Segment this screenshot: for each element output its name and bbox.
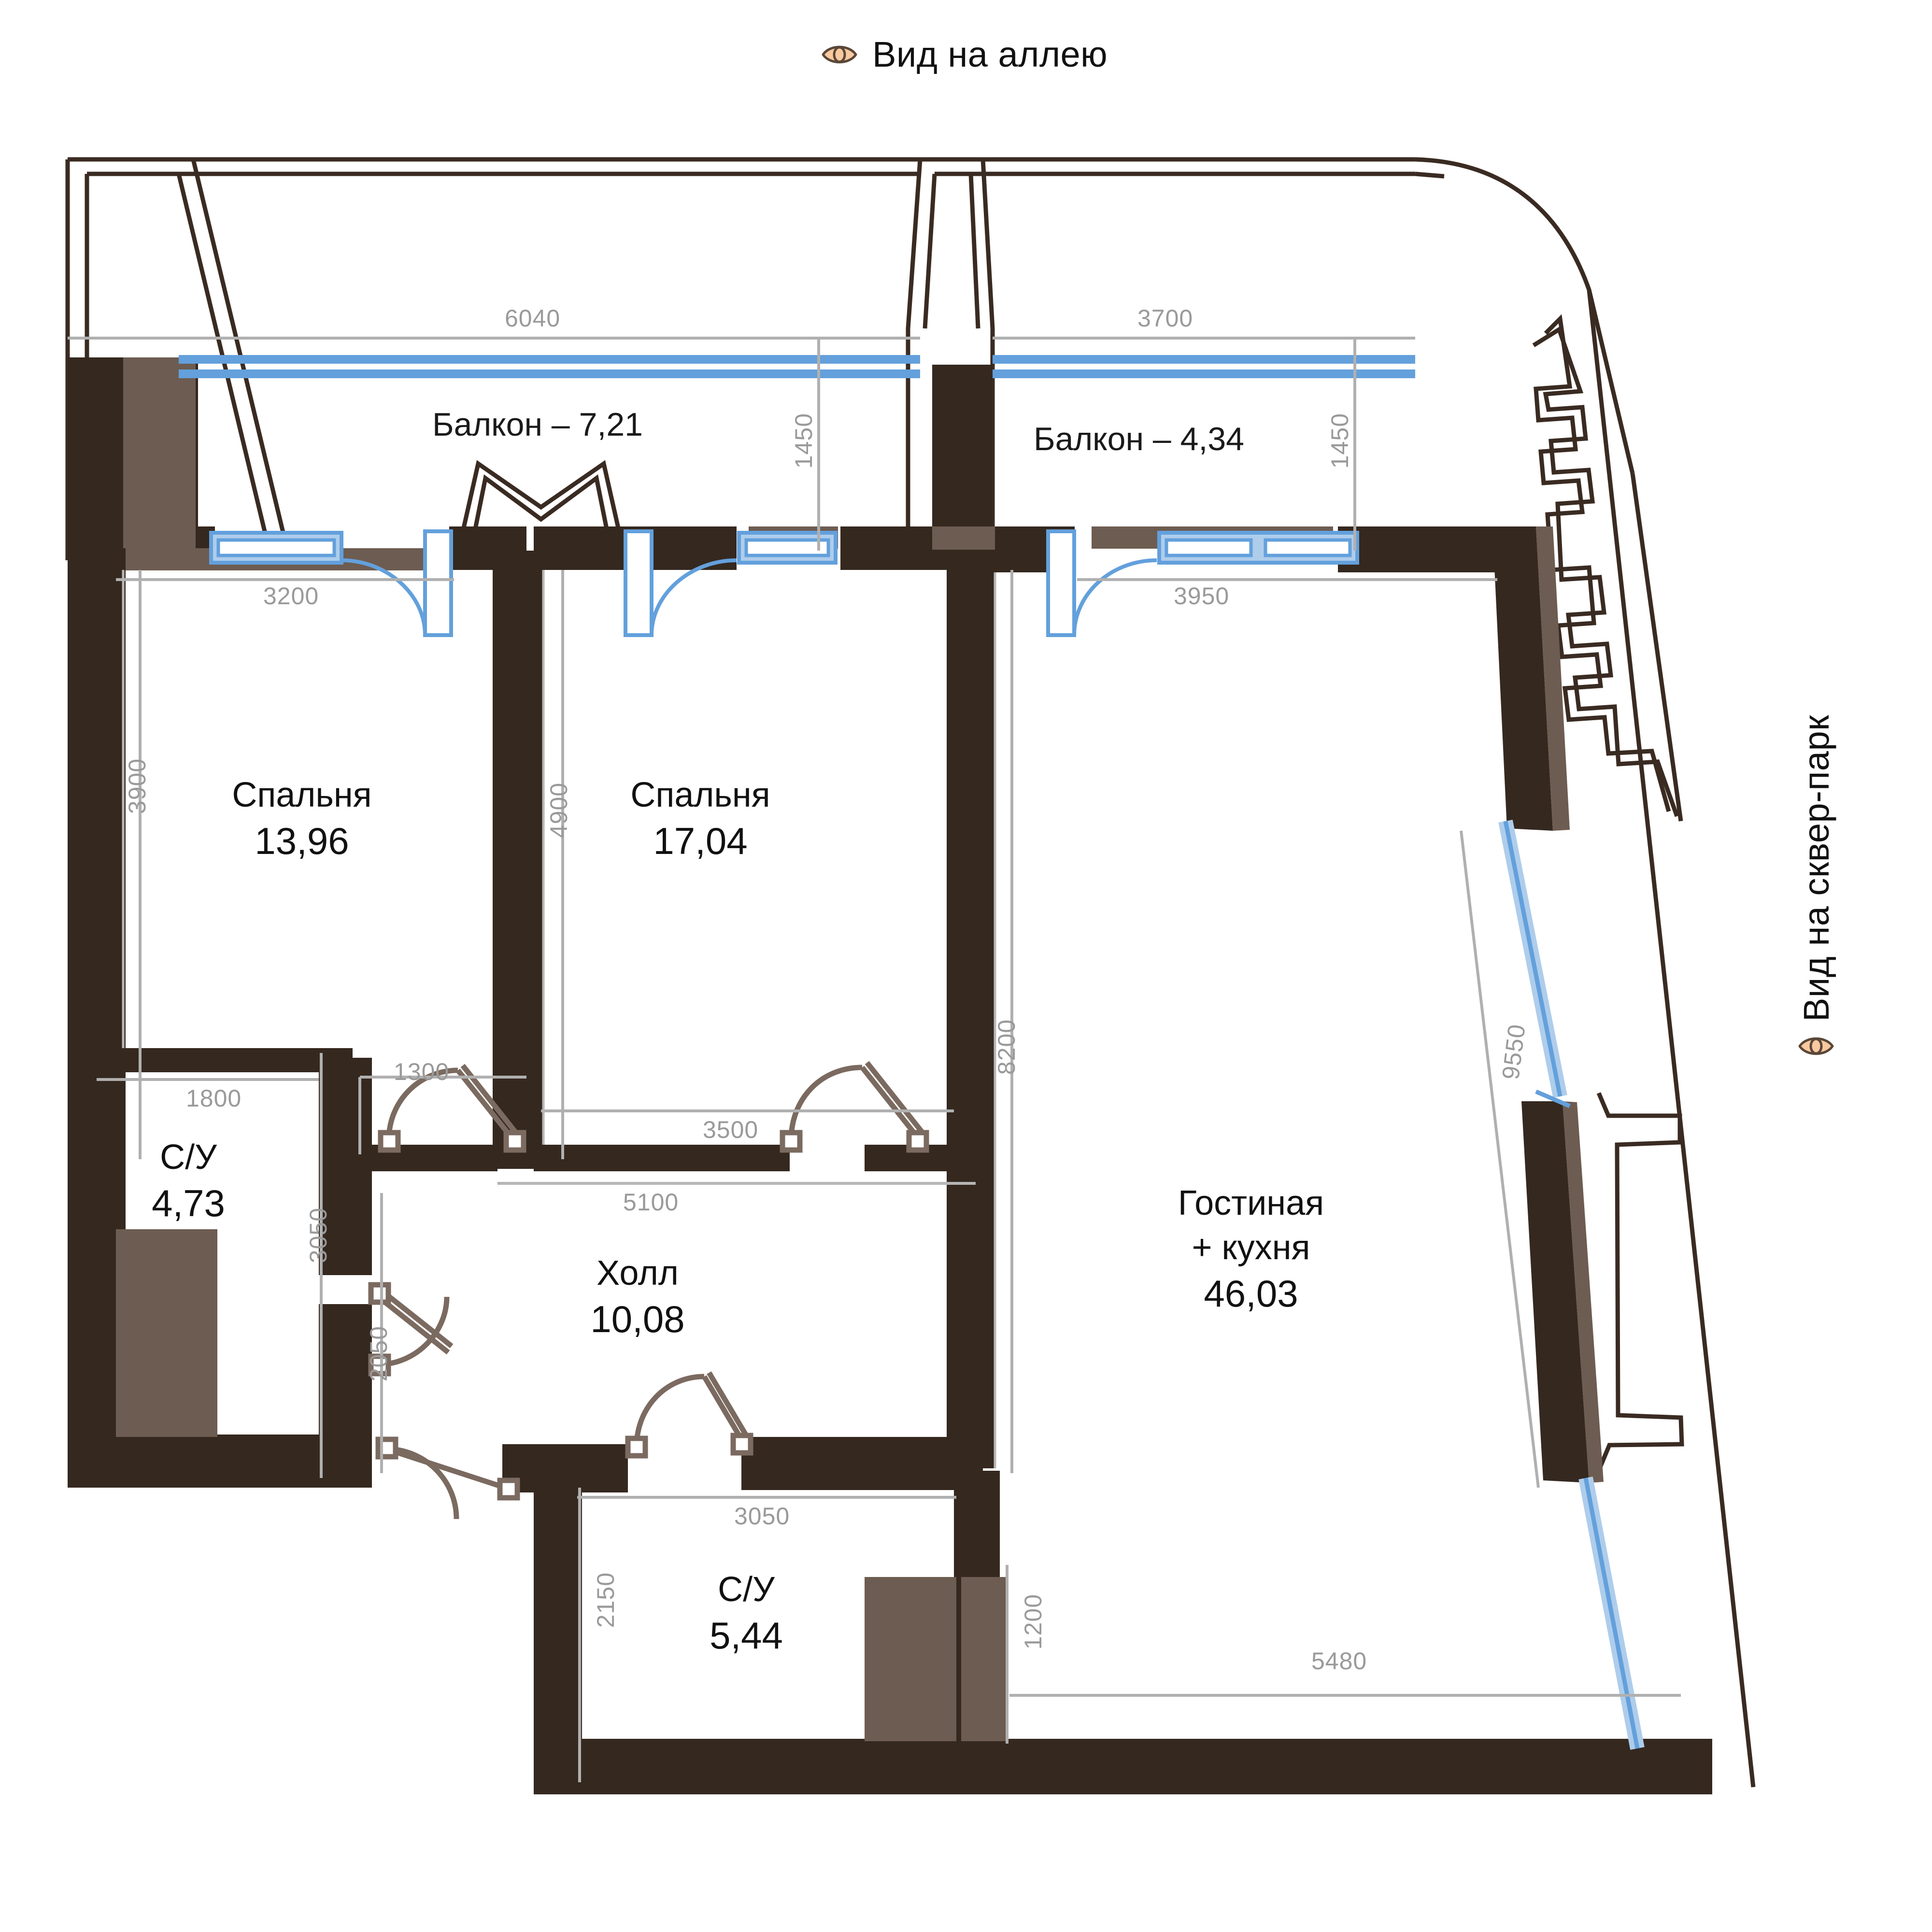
room-area: 17,04: [653, 820, 748, 863]
room-area: 46,03: [1204, 1272, 1298, 1315]
dim-4900: 4900: [545, 782, 572, 838]
balcony-parapets: [65, 157, 1635, 561]
room-area: 10,08: [590, 1298, 685, 1341]
room-name: С/У: [718, 1570, 775, 1609]
interior-doors: [368, 1061, 929, 1520]
room-name: Спальня: [232, 776, 372, 814]
dim-3700: 3700: [1137, 305, 1193, 332]
room-label-bedroom-2: Спальня 17,04: [594, 773, 807, 866]
dim-5480: 5480: [1311, 1648, 1367, 1675]
room-label-living-kitchen: Гостиная + кухня 46,03: [1111, 1181, 1391, 1318]
window-bedroom-1: [209, 531, 343, 565]
dim-3950: 3950: [1174, 582, 1230, 610]
plan-thin-outlines: [122, 570, 996, 1468]
room-area: 5,44: [710, 1614, 783, 1657]
dim-1800: 1800: [186, 1085, 242, 1112]
room-name-second: + кухня: [1192, 1228, 1310, 1267]
windows: [179, 355, 1645, 1750]
room-name: Холл: [597, 1254, 679, 1293]
room-area: 4,73: [152, 1182, 225, 1225]
room-name: С/У: [160, 1138, 217, 1177]
window-right-facade: [1498, 820, 1645, 1750]
room-name: Спальня: [630, 776, 770, 814]
right-facade-wall: [1492, 526, 1604, 1483]
dim-1300: 1300: [394, 1058, 450, 1085]
door-balcony-bedroom-1: [341, 529, 453, 637]
eye-icon: [1798, 1037, 1834, 1055]
room-name: Гостиная: [1178, 1184, 1324, 1222]
dim-6040: 6040: [505, 305, 561, 332]
view-label-alley-text: Вид на аллею: [872, 34, 1108, 74]
room-label-hall: Холл 10,08: [541, 1251, 734, 1344]
view-label-alley: Вид на аллею: [821, 34, 1108, 75]
dim-3900: 3900: [124, 758, 151, 814]
door-bedroom-2: [780, 1061, 929, 1153]
dim-1200: 1200: [1020, 1594, 1047, 1650]
dim-2050: 2050: [365, 1326, 392, 1382]
balcony-left-label: Балкон – 7,21: [432, 406, 643, 443]
balcony-notch-left: [459, 460, 623, 551]
door-balcony-living: [1046, 529, 1157, 637]
window-living-room: [1157, 531, 1359, 565]
balcony-right-label: Балкон – 4,34: [1034, 421, 1244, 457]
dim-8200: 8200: [993, 1019, 1020, 1075]
door-bathroom-1: [368, 1282, 454, 1377]
right-exterior-facade: [1532, 289, 1756, 1788]
window-bedroom-2: [737, 531, 838, 565]
right-window-bay-outline: [1596, 1092, 1684, 1469]
dim-2150: 2150: [592, 1572, 619, 1628]
dim-3050-left: 3050: [305, 1208, 332, 1264]
dim-3050-bot: 3050: [734, 1503, 790, 1530]
view-label-park: Вид на сквер-парк: [1787, 715, 1845, 1140]
dim-3200: 3200: [263, 582, 319, 610]
dim-1450-right: 1450: [1326, 413, 1353, 469]
eye-icon: [822, 45, 857, 63]
door-bathroom-2: [625, 1371, 753, 1459]
wall-right-top: [1415, 526, 1497, 572]
dim-5100: 5100: [623, 1189, 679, 1216]
dim-3500: 3500: [703, 1116, 759, 1143]
room-label-bathroom-1: С/У 4,73: [111, 1135, 266, 1228]
room-label-bedroom-1: Спальня 13,96: [196, 773, 408, 866]
room-label-bathroom-2: С/У 5,44: [667, 1567, 826, 1660]
dim-1450-left: 1450: [790, 413, 817, 469]
door-balcony-bedroom-2: [624, 529, 737, 637]
room-area: 13,96: [255, 820, 349, 863]
door-hall-entry: [375, 1436, 520, 1520]
door-bedroom-1: [378, 1064, 526, 1153]
